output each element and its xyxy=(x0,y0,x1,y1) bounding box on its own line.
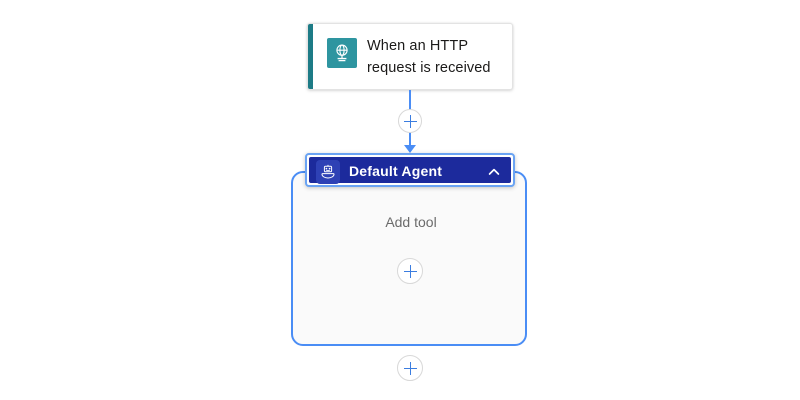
trigger-accent-bar xyxy=(308,24,313,89)
plus-icon xyxy=(403,264,417,278)
add-step-button-bottom[interactable] xyxy=(397,355,423,381)
trigger-label: When an HTTP request is received xyxy=(367,38,491,76)
plus-icon xyxy=(403,361,417,375)
plus-icon xyxy=(403,114,417,128)
http-globe-icon xyxy=(327,38,357,68)
agent-title: Default Agent xyxy=(349,163,443,179)
robot-agent-icon xyxy=(316,160,340,184)
agent-node-default-agent[interactable]: Default Agent xyxy=(305,153,515,187)
add-tool-button[interactable] xyxy=(397,258,423,284)
connector-arrowhead xyxy=(404,145,416,153)
add-step-button-top[interactable] xyxy=(398,109,422,133)
agent-node-header[interactable]: Default Agent xyxy=(309,157,511,184)
chevron-up-icon[interactable] xyxy=(485,163,503,181)
trigger-card-http-request[interactable]: When an HTTP request is received xyxy=(307,23,513,90)
add-tool-label: Add tool xyxy=(385,214,437,230)
